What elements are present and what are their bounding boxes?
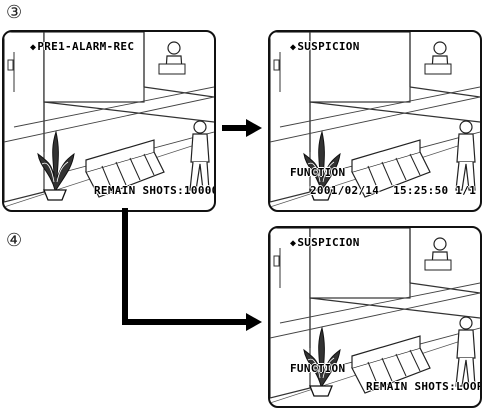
arrow-right-icon (222, 119, 262, 137)
osd-top-label: ◆SUSPICION (290, 236, 360, 249)
osd-function-label: FUNCTION (290, 166, 346, 179)
osd-top-label: ◆PRE1-ALARM-REC (30, 40, 134, 53)
arrow-elbow-icon (122, 208, 262, 331)
osd-top-label: ◆SUSPICION (290, 40, 360, 53)
camera-screen-suspicion-loop: ◆SUSPICION FUNCTION REMAIN SHOTS:LOOP (268, 226, 482, 408)
osd-function-label: FUNCTION (290, 362, 346, 375)
camera-screen-pre-alarm: ◆PRE1-ALARM-REC REMAIN SHOTS:10000 (2, 30, 216, 212)
pre-alarm-rec-text: PRE1-ALARM-REC (37, 40, 135, 53)
marker-diamond-icon: ◆ (30, 42, 37, 53)
suspicion-text: SUSPICION (297, 40, 360, 53)
osd-remain-shots: REMAIN SHOTS:10000 (94, 184, 216, 197)
suspicion-text: SUSPICION (297, 236, 360, 249)
step-3-label: ③ (6, 2, 23, 23)
marker-diamond-icon: ◆ (290, 238, 297, 249)
marker-diamond-icon: ◆ (290, 42, 297, 53)
camera-screen-suspicion-datetime: ◆SUSPICION FUNCTION 2001/02/14 15:25:50 … (268, 30, 482, 212)
step-4-label: ④ (6, 230, 23, 251)
osd-datetime: 2001/02/14 15:25:50 1/1 (310, 184, 477, 197)
osd-remain-shots: REMAIN SHOTS:LOOP (366, 380, 482, 393)
